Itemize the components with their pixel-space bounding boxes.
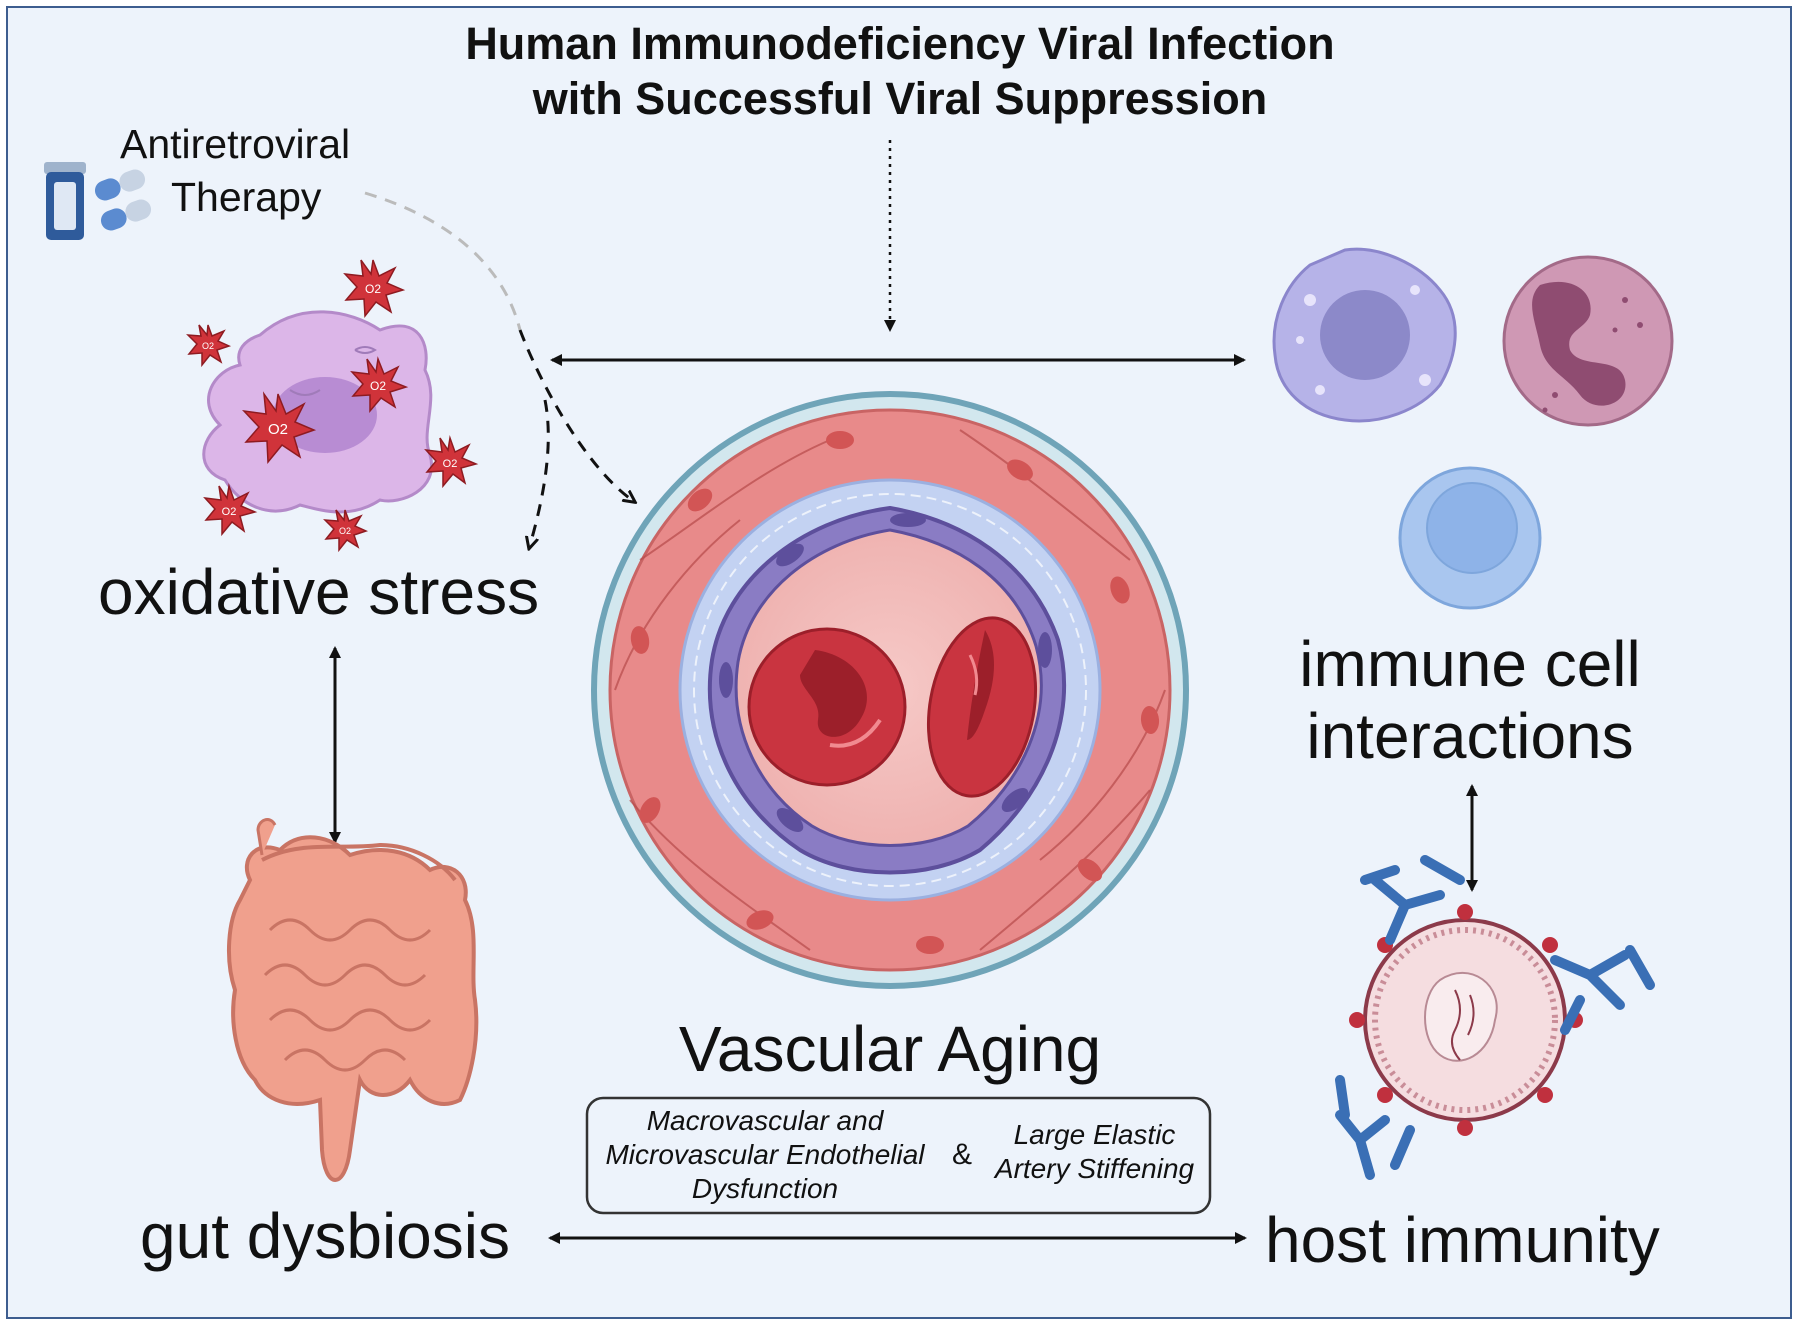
svg-text:O2: O2 <box>268 421 288 438</box>
svg-text:O2: O2 <box>222 506 237 518</box>
svg-text:O2: O2 <box>365 282 381 296</box>
pill-bottle-icon <box>44 162 86 240</box>
ampersand: & <box>951 1138 972 1171</box>
immune-cell-label-line1: immune cell <box>1299 628 1641 700</box>
characteristics-box <box>585 1096 1212 1215</box>
monocyte-cell <box>1272 247 1457 423</box>
endothelial-dysfunction-text: Macrovascular and Microvascular Endothel… <box>605 1105 925 1204</box>
red-blood-cells <box>747 616 1038 798</box>
diagram-title-line1: Human Immunodeficiency Viral Infection <box>465 18 1335 69</box>
antibodies-illustration <box>1335 855 1655 1180</box>
dashed-arrows-therapy <box>364 191 632 545</box>
capsules-icon <box>94 169 152 231</box>
host-immunity-label: host immunity <box>1265 1204 1660 1276</box>
ros-stars: O2 O2 O2 O2 O2 O2 O2 <box>186 259 479 553</box>
stressed-cell-illustration <box>202 310 434 514</box>
svg-text:O2: O2 <box>370 379 386 393</box>
therapy-label-line2: Therapy <box>171 174 322 220</box>
svg-text:O2: O2 <box>443 458 458 470</box>
svg-text:O2: O2 <box>339 526 351 536</box>
neutrophil-cell <box>1502 255 1674 427</box>
lymphocyte-cell <box>1398 466 1542 610</box>
virus-illustration <box>1349 904 1583 1136</box>
gut-dysbiosis-label: gut dysbiosis <box>140 1200 510 1272</box>
diagram-title-line2: with Successful Viral Suppression <box>532 73 1268 124</box>
oxidative-stress-label: oxidative stress <box>98 556 540 628</box>
blood-vessel-illustration <box>591 391 1189 989</box>
artery-stiffening-text: Large Elastic Artery Stiffening <box>994 1119 1195 1184</box>
vascular-aging-title: Vascular Aging <box>678 1013 1102 1085</box>
immune-cells-illustration <box>1272 247 1674 610</box>
intestine-illustration <box>226 818 479 1182</box>
svg-text:O2: O2 <box>202 341 214 351</box>
therapy-label-line1: Antiretroviral <box>120 121 351 167</box>
immune-cell-label-line2: interactions <box>1306 700 1634 772</box>
